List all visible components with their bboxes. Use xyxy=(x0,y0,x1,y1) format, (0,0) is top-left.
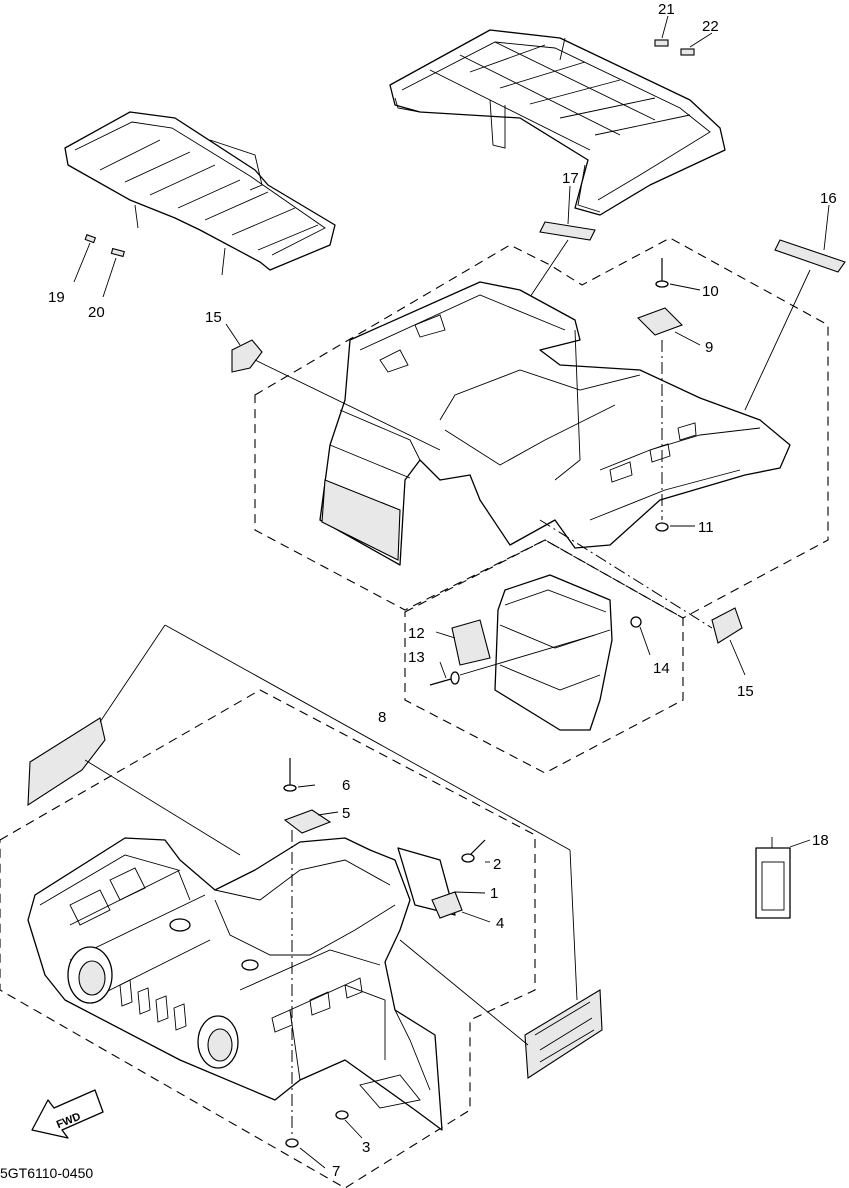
callout-4: 4 xyxy=(496,915,504,932)
callout-20: 20 xyxy=(88,304,105,321)
callout-10: 10 xyxy=(702,283,719,300)
callout-9: 9 xyxy=(705,339,713,356)
drawing-code: 5GT6110-0450 xyxy=(0,1165,93,1181)
part-4-label xyxy=(431,891,463,919)
callout-5: 5 xyxy=(342,805,350,822)
front-fender-group-boundary xyxy=(0,689,536,1188)
front-fender xyxy=(27,837,443,1131)
label-8-left-part xyxy=(27,717,106,807)
label-22-part xyxy=(680,48,695,56)
callout-19: 19 xyxy=(48,289,65,306)
label-15-left-part xyxy=(231,339,263,373)
part-3-nut xyxy=(335,1110,349,1120)
callout-13: 13 xyxy=(408,649,425,666)
part-9-plate xyxy=(637,307,683,336)
part-6-bolt xyxy=(283,758,297,792)
part-11-nut xyxy=(655,522,669,532)
rear-fender-group-boundary xyxy=(254,237,829,619)
rear-inner-flap xyxy=(494,574,613,731)
callout-22: 22 xyxy=(702,18,719,35)
callout-3: 3 xyxy=(362,1139,370,1156)
rear-carrier xyxy=(389,29,726,216)
callout-15-right: 15 xyxy=(737,683,754,700)
label-17-part xyxy=(539,221,596,241)
label-20-part xyxy=(110,247,125,258)
part-2-bolt xyxy=(461,839,486,863)
callout-2: 2 xyxy=(493,856,501,873)
part-12-plate xyxy=(451,619,491,666)
rear-fender xyxy=(319,281,791,566)
front-carrier xyxy=(64,111,336,276)
label-19-part xyxy=(84,234,97,244)
part-7-nut xyxy=(285,1138,299,1148)
label-16-part xyxy=(774,239,846,273)
callout-16: 16 xyxy=(820,190,837,207)
callout-8: 8 xyxy=(378,709,386,726)
callout-14: 14 xyxy=(653,660,670,677)
label-21-part xyxy=(654,39,669,47)
part-13-rivet xyxy=(429,671,460,686)
forward-direction-arrow: FWD xyxy=(31,1089,104,1139)
callout-12: 12 xyxy=(408,625,425,642)
rear-flap-group-boundary xyxy=(404,539,684,774)
part-10-bolt xyxy=(655,258,669,288)
label-15-right-part xyxy=(711,607,743,644)
callout-1: 1 xyxy=(490,885,498,902)
callout-6: 6 xyxy=(342,777,350,794)
callout-21: 21 xyxy=(658,1,675,18)
callout-11: 11 xyxy=(698,519,714,536)
part-18-tag xyxy=(755,837,791,919)
callout-17: 17 xyxy=(562,170,579,187)
callout-18: 18 xyxy=(812,832,829,849)
part-14-nut xyxy=(630,616,642,628)
label-8-right-part xyxy=(524,989,603,1079)
part-5-plate xyxy=(283,809,332,834)
callout-15-left: 15 xyxy=(205,309,222,326)
callout-7: 7 xyxy=(332,1163,340,1180)
